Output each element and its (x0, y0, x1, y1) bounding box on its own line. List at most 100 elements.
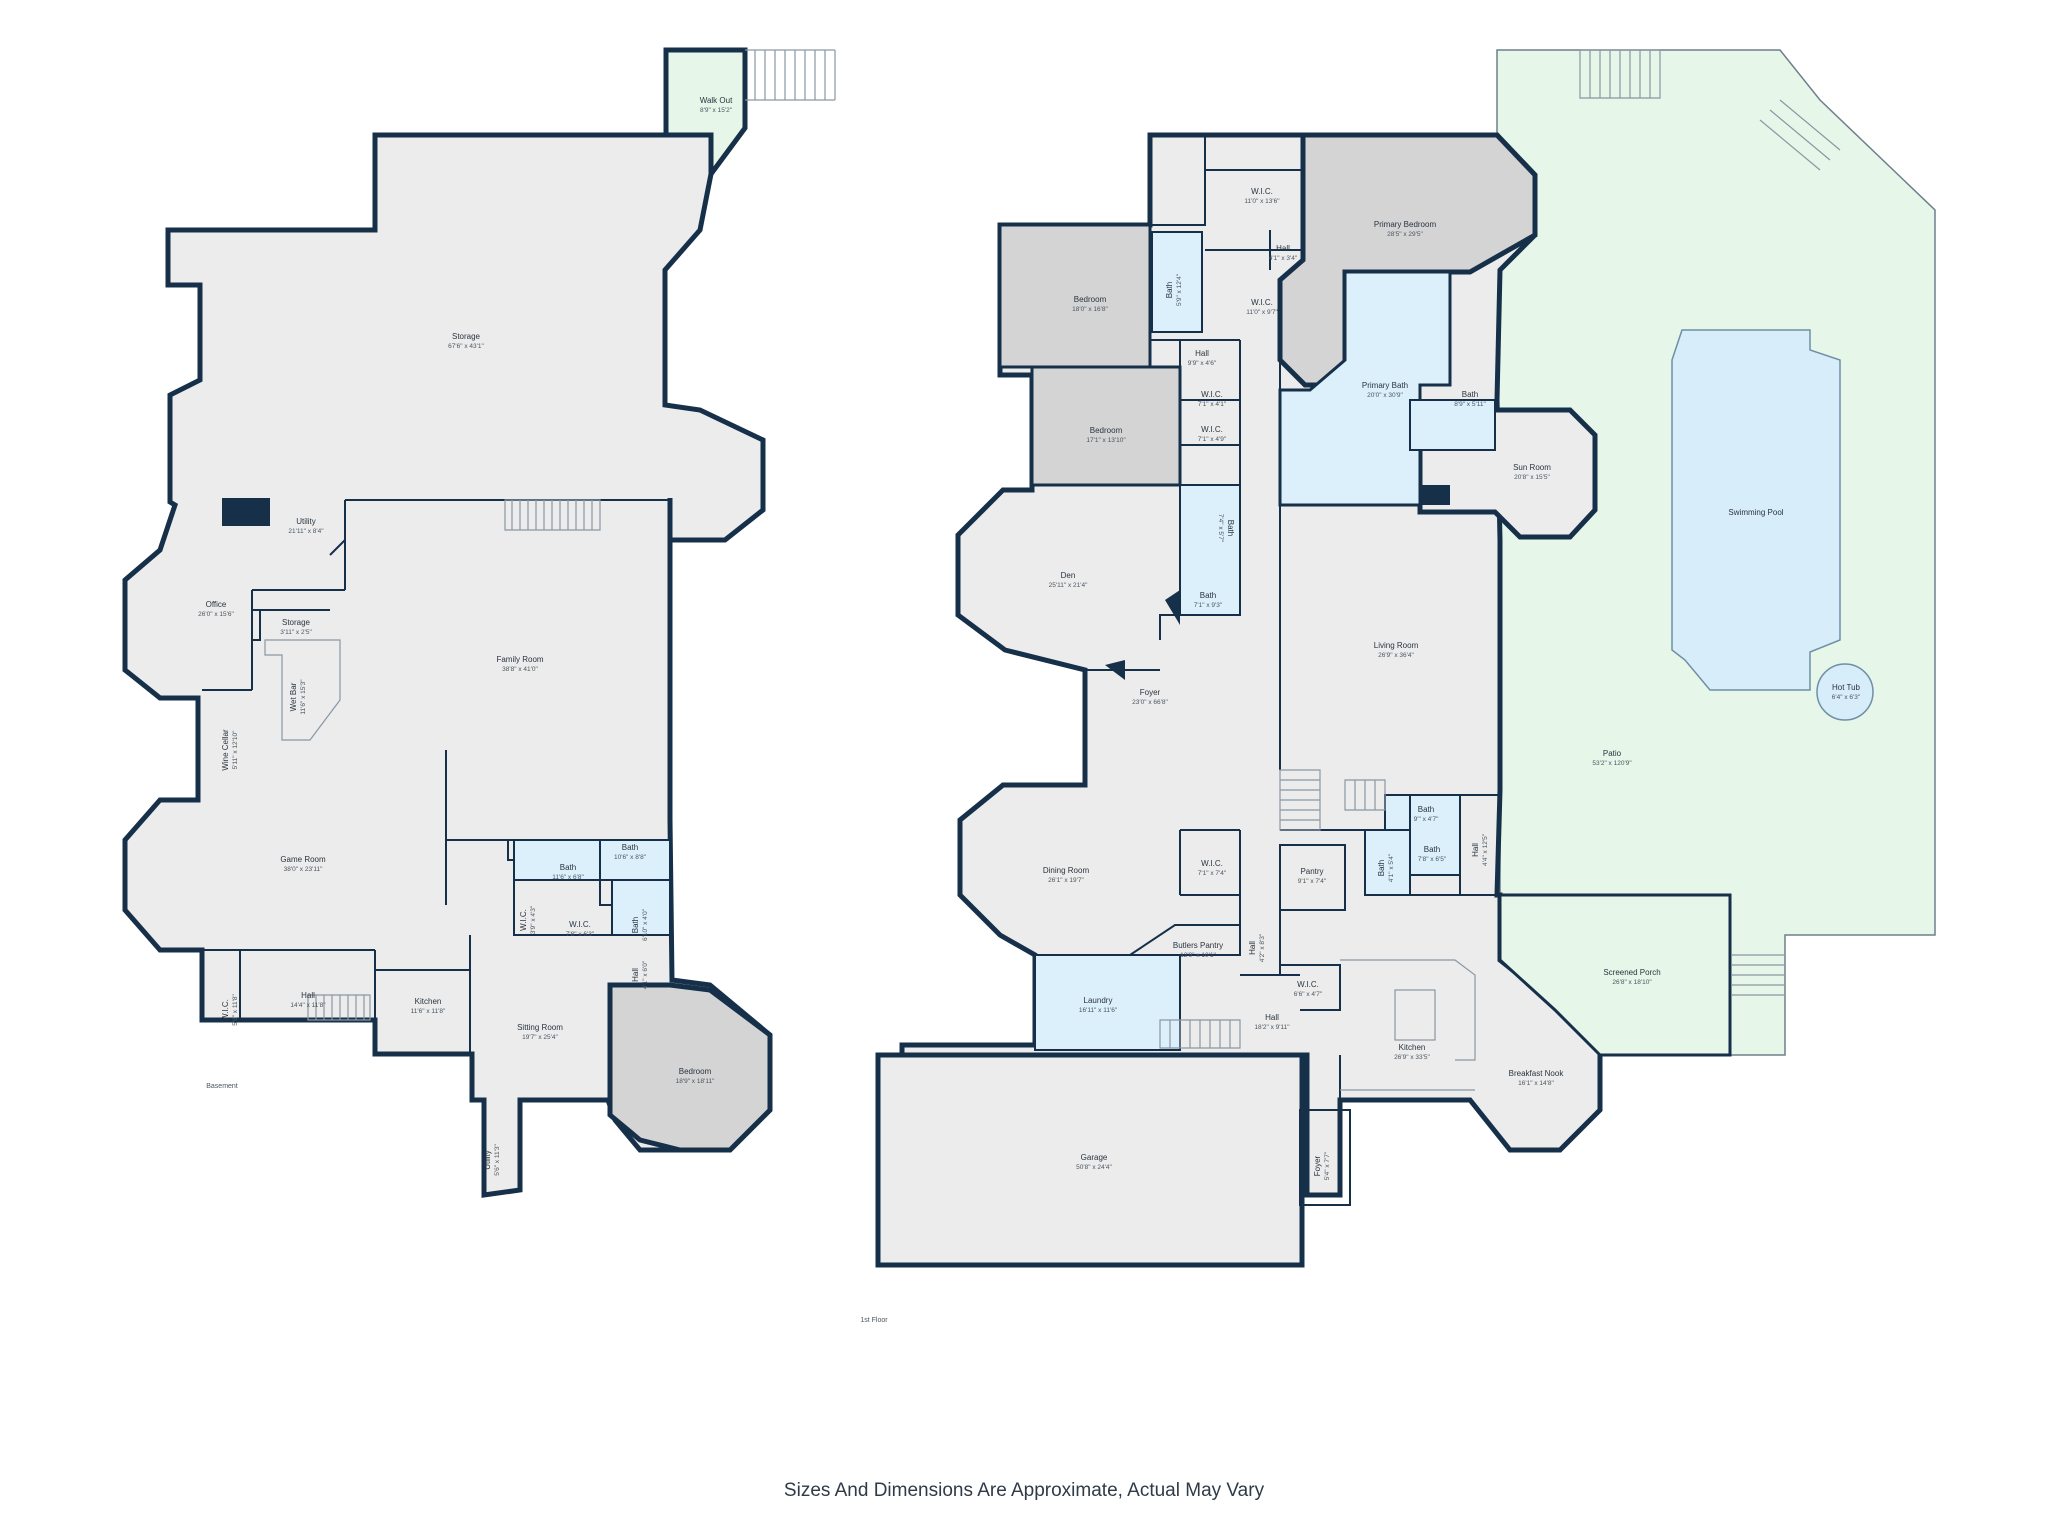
room-name: Wet Bar (289, 682, 298, 711)
room-name: Hall (631, 968, 640, 982)
room-dimensions: 5'9" x 12'4" (1176, 273, 1183, 306)
room-name: Hall (1265, 1013, 1279, 1022)
room-dimensions: 5'11" x 12'10" (232, 730, 239, 769)
room-name: Bedroom (1090, 426, 1123, 435)
bath-basement-2 (599, 839, 671, 881)
room-label-wic-f6: W.I.C.6'6" x 4'7" (1294, 980, 1323, 998)
room-dimensions: 9'1" x 7'4" (1298, 878, 1327, 885)
room-name: Den (1061, 571, 1076, 580)
bedroom-1 (998, 223, 1152, 369)
room-label-kitchen-b: Kitchen 11'6" x 11'8" (411, 997, 446, 1015)
room-dimensions: 4'2" x 8'3" (1259, 933, 1266, 962)
basement-plan (122, 47, 836, 1198)
room-dimensions: 3'11" x 2'5" (280, 629, 312, 636)
room-name: Bath (1200, 591, 1216, 600)
room-name: Swimming Pool (1728, 508, 1783, 517)
room-dimensions: 8'9" x 5'11" (1454, 401, 1486, 408)
room-dimensions: 14'4" x 11'8" (290, 1002, 326, 1009)
room-name: W.I.C. (1201, 859, 1223, 868)
room-dimensions: 10'6" x 8'8" (614, 854, 647, 861)
room-dimensions: 11'6" x 11'8" (411, 1008, 446, 1015)
wall-accent (1420, 485, 1450, 505)
room-dimensions: 3'9" x 4'3" (530, 905, 537, 934)
room-name: Hall (1195, 349, 1209, 358)
first-floor-stairs (1159, 769, 1386, 1049)
room-dimensions: 4'1" x 6'0" (642, 960, 649, 989)
room-name: Patio (1603, 749, 1622, 758)
room-dimensions: 6'6" x 4'7" (1294, 991, 1323, 998)
room-dimensions: 9'9" x 4'6" (1188, 360, 1217, 367)
first-floor-plan (875, 49, 1936, 1268)
room-name: Kitchen (1399, 1043, 1426, 1052)
first-interior-walls (1150, 135, 1421, 770)
walk-out-stairs (745, 49, 836, 101)
pantry-walls (1279, 844, 1346, 911)
room-name: W.I.C. (1201, 390, 1223, 399)
kitchen-counter (1340, 959, 1476, 1091)
room-name: Hall (1471, 843, 1480, 857)
room-name: Dining Room (1043, 866, 1090, 875)
room-dimensions: 18'2" x 9'11" (1254, 1024, 1290, 1031)
room-dimensions: 67'6" x 43'1" (448, 343, 484, 350)
room-dimensions: 9'" x 4'7" (1414, 816, 1439, 823)
room-name: Utility (296, 517, 316, 526)
room-label-wic-b2: W.I.C.7'8" x 6'3" (566, 920, 595, 938)
room-dimensions: 7'8" x 6'3" (566, 931, 595, 938)
room-name: Bath (1165, 282, 1174, 298)
room-label-wic-f5: W.I.C. 7'1" x 7'4" (1198, 859, 1227, 877)
room-label-wic-f3: W.I.C. 7'1" x 4'1" (1198, 390, 1227, 408)
room-label-swimming-pool: Swimming Pool (1728, 508, 1783, 517)
room-dimensions: 38'0" x 23'11" (284, 866, 323, 873)
room-name: Bath (1418, 805, 1434, 814)
room-name: Bath (622, 843, 638, 852)
room-label-utility-b: Utility 21'11" x 8'4" (288, 517, 324, 535)
room-dimensions: 25'11" x 21'4" (1049, 582, 1088, 589)
room-name: W.I.C. (1251, 187, 1273, 196)
room-label-hall-f1: Hall 4'1" x 3'4" (1269, 244, 1298, 262)
room-name: Hall (1276, 244, 1290, 253)
room-name: Screened Porch (1603, 968, 1660, 977)
room-label-wic-f4: W.I.C.7'1" x 4'9" (1198, 425, 1227, 443)
room-name: Kitchen (415, 997, 442, 1006)
room-dimensions: 20'8" x 15'5" (1514, 474, 1550, 481)
bath-basement-3 (611, 879, 671, 936)
room-dimensions: 18'9" x 18'11" (676, 1078, 715, 1085)
room-dimensions: 7'1" x 4'1" (1198, 401, 1227, 408)
room-dimensions: 4'1" x 3'4" (1269, 255, 1298, 262)
patio-stairs (1579, 49, 1841, 996)
room-name: W.I.C. (221, 999, 230, 1021)
room-name: Sun Room (1513, 463, 1551, 472)
room-name: Sitting Room (517, 1023, 563, 1032)
garage (875, 1052, 1305, 1268)
room-name: Primary Bedroom (1374, 220, 1437, 229)
room-name: Walk Out (700, 96, 733, 105)
wall-accent (1105, 660, 1125, 680)
room-dimensions: 17'1" x 13'10" (1086, 437, 1126, 444)
room-name: Hot Tub (1832, 683, 1861, 692)
small-foyer-walls (1299, 1109, 1351, 1206)
room-dimensions: 23'0" x 66'8" (1132, 699, 1168, 706)
room-dimensions: 7'1" x 7'4" (1198, 870, 1227, 877)
room-dimensions: 12'9" x 10'1" (1180, 952, 1216, 959)
room-dimensions: 26'0" x 15'6" (198, 611, 234, 618)
room-dimensions: 16'1" x 14'8" (1518, 1080, 1554, 1087)
room-dimensions: 21'11" x 8'4" (288, 528, 324, 535)
bedroom-basement (607, 982, 773, 1153)
room-dimensions: 53'2" x 120'9" (1592, 760, 1632, 767)
room-dimensions: 11'6" x 15'3" (300, 679, 307, 715)
